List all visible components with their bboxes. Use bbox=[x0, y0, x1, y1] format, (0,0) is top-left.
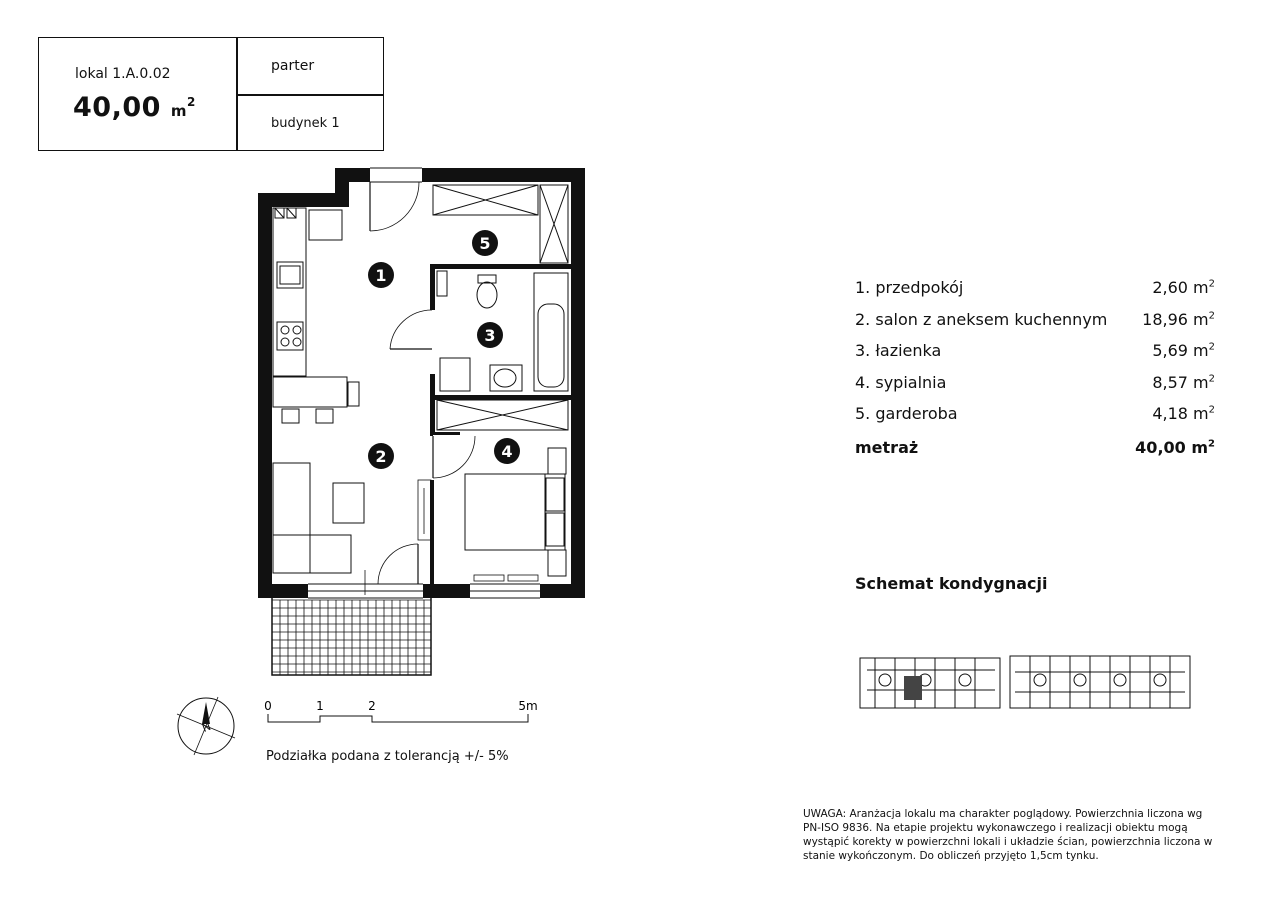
scale-label-5m: 5m bbox=[518, 699, 537, 713]
disclaimer-note: UWAGA: Aranżacja lokalu ma charakter pog… bbox=[803, 808, 1213, 862]
header-divider-horizontal bbox=[236, 94, 383, 96]
room-marker-3: 3 bbox=[477, 322, 503, 348]
room-area: 18,96 m2 bbox=[1142, 309, 1215, 329]
room-row: 4. sypialnia 8,57 m2 bbox=[855, 373, 1215, 405]
living-door bbox=[377, 479, 432, 585]
unit-highlight bbox=[904, 676, 922, 700]
unit-label: lokal 1.A.0.02 bbox=[75, 66, 171, 82]
entry-door bbox=[369, 167, 422, 232]
room-area: 8,57 m2 bbox=[1152, 372, 1215, 392]
room-row: 2. salon z aneksem kuchennym 18,96 m2 bbox=[855, 310, 1215, 342]
building-schematic bbox=[859, 655, 1191, 709]
scale-tolerance-note: Podziałka podana z tolerancją +/- 5% bbox=[266, 749, 509, 764]
dining-bar bbox=[272, 376, 360, 424]
scale-label-0: 0 bbox=[264, 699, 272, 713]
schemat-title: Schemat kondygnacji bbox=[855, 574, 1048, 593]
scale-label-1: 1 bbox=[316, 699, 324, 713]
total-area-row: metraż 40,00 m2 bbox=[855, 438, 1215, 470]
room-marker-2: 2 bbox=[368, 443, 394, 469]
room-name: 4. sypialnia bbox=[855, 372, 947, 392]
floor-label: parter bbox=[271, 58, 315, 74]
svg-text:1: 1 bbox=[375, 266, 386, 285]
room-row: 1. przedpokój 2,60 m2 bbox=[855, 278, 1215, 310]
svg-text:2: 2 bbox=[375, 447, 386, 466]
room-name: 1. przedpokój bbox=[855, 278, 964, 297]
outer-walls bbox=[258, 168, 585, 598]
unit-header-box: lokal 1.A.0.02 40,00 m2 parter budynek 1 bbox=[38, 37, 384, 151]
balcony bbox=[271, 595, 432, 676]
unit-area-value: 40,00 bbox=[73, 92, 161, 123]
room-marker-5: 5 bbox=[472, 230, 498, 256]
room-name: 5. garderoba bbox=[855, 404, 958, 423]
bed bbox=[464, 447, 567, 577]
bedroom-door bbox=[432, 435, 476, 479]
unit-area: 40,00 m2 bbox=[73, 92, 196, 123]
coffee-table bbox=[332, 482, 365, 524]
room-area: 2,60 m2 bbox=[1152, 278, 1215, 297]
floor-plan: 1 2 3 4 5 bbox=[258, 167, 585, 676]
svg-text:5: 5 bbox=[479, 234, 490, 253]
room-marker-1: 1 bbox=[368, 262, 394, 288]
room-marker-4: 4 bbox=[494, 438, 520, 464]
bedroom-window bbox=[470, 574, 540, 599]
room-area: 4,18 m2 bbox=[1152, 404, 1215, 423]
kitchen-counter bbox=[272, 207, 343, 377]
total-area-value: 40,00 m2 bbox=[1135, 437, 1215, 457]
svg-text:3: 3 bbox=[484, 326, 495, 345]
bedroom-wardrobe bbox=[436, 399, 569, 431]
room-name: 3. łazienka bbox=[855, 341, 942, 360]
total-area-label: metraż bbox=[855, 437, 919, 457]
room-area-list: 1. przedpokój 2,60 m2 2. salon z aneksem… bbox=[855, 278, 1215, 469]
room-row: 5. garderoba 4,18 m2 bbox=[855, 404, 1215, 436]
sofa bbox=[272, 462, 352, 574]
interior-walls bbox=[430, 264, 571, 584]
unit-area-unit: m bbox=[170, 102, 187, 120]
compass-icon: N bbox=[176, 696, 236, 756]
wardrobe-shelving bbox=[432, 184, 569, 264]
building-label: budynek 1 bbox=[271, 116, 340, 131]
bathroom-fixtures bbox=[436, 270, 569, 392]
room-row: 3. łazienka 5,69 m2 bbox=[855, 341, 1215, 373]
unit-area-unit-sup: 2 bbox=[186, 95, 196, 109]
bathroom-door bbox=[389, 309, 435, 374]
room-name: 2. salon z aneksem kuchennym bbox=[855, 309, 1108, 329]
scale-bar: 0 1 2 5m bbox=[264, 699, 538, 723]
scale-label-2: 2 bbox=[368, 699, 376, 713]
balcony-window bbox=[308, 570, 423, 599]
svg-text:4: 4 bbox=[501, 442, 512, 461]
room-area: 5,69 m2 bbox=[1152, 341, 1215, 360]
compass-letter: N bbox=[200, 720, 213, 735]
